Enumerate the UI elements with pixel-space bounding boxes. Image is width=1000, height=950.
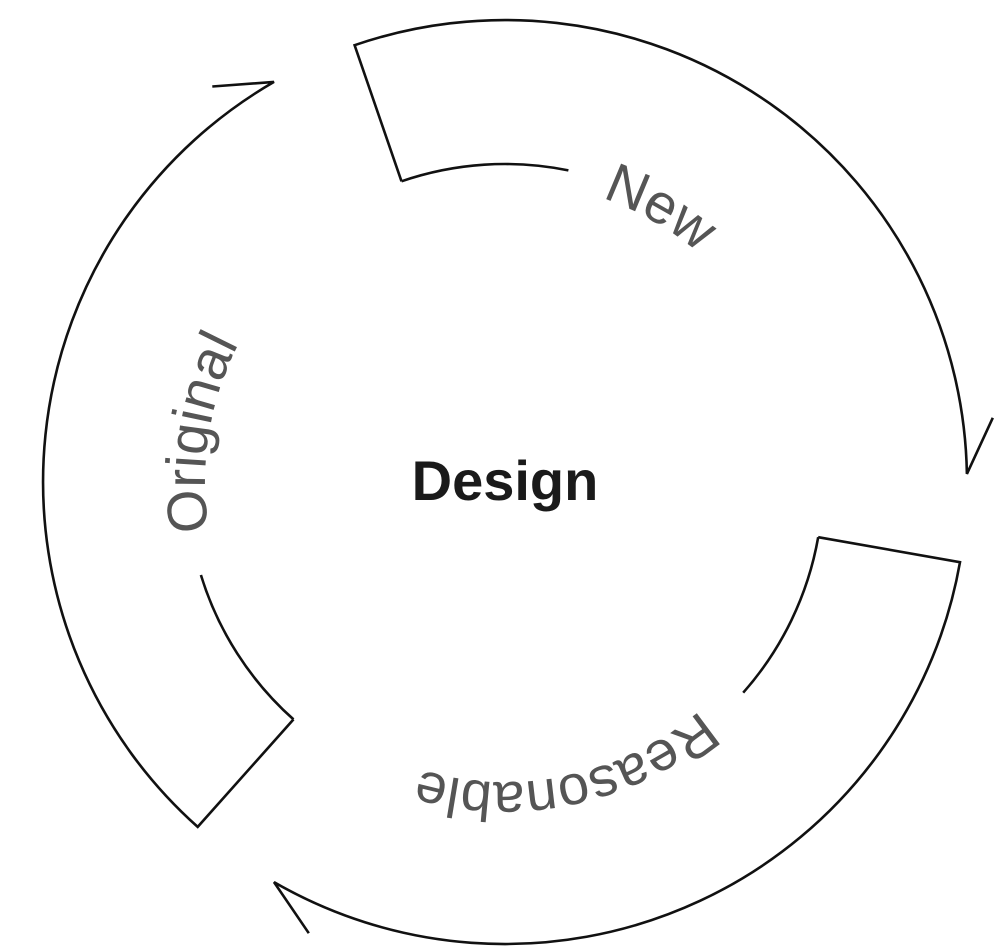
segment-label-new: New (597, 150, 729, 262)
segment-label-original: Original (153, 321, 249, 536)
segment-outer-arrow (41, 80, 295, 829)
center-label: Design (412, 449, 599, 512)
segment-new: New (352, 18, 994, 475)
segment-inner-arc (742, 536, 820, 694)
segment-original: Original (41, 80, 295, 829)
segment-outer-arrow (272, 535, 962, 946)
segment-inner-arc (401, 162, 569, 183)
segment-outer-arrow (352, 18, 994, 475)
segment-label-reasonable: Reasonable (407, 701, 731, 833)
segment-inner-arc (199, 574, 295, 721)
segment-reasonable: Reasonable (272, 535, 962, 946)
